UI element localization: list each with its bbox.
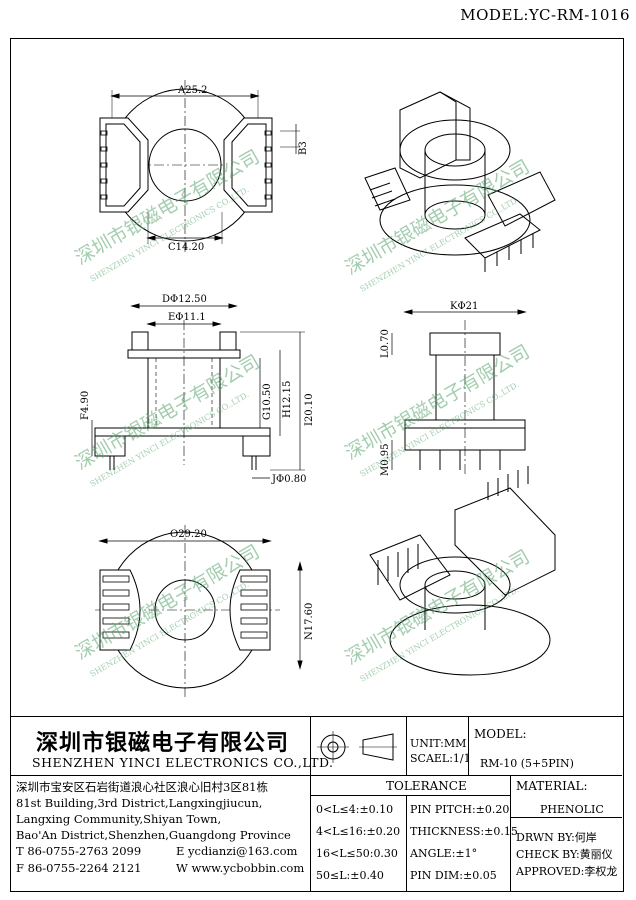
scale: SCAEL:1/1 — [410, 752, 471, 765]
iso-view-bottom — [369, 466, 556, 676]
dim-l: L0.70 — [380, 329, 391, 358]
title-block: 深圳市银磁电子有限公司 SHENZHEN YINCI ELECTRONICS C… — [10, 716, 624, 892]
model-header: MODEL:YC-RM-1016 — [460, 6, 630, 24]
tol-right-3: ANGLE:±1° — [410, 847, 478, 860]
watermark-cn-2: 深圳市银磁电子有限公司 — [342, 156, 534, 280]
tolerance-right: PIN PITCH:±0.20 THICKNESS:±0.15 ANGLE:±1… — [410, 799, 518, 887]
tol-right-1: PIN PITCH:±0.20 — [410, 803, 510, 816]
material-value: PHENOLIC — [540, 803, 604, 816]
tol-left-3: 16<L≤50:0.30 — [316, 847, 398, 860]
fax: F 86-0755-2264 2121 — [16, 861, 142, 875]
drawing-frame — [10, 38, 624, 892]
tol-right-2: THICKNESS:±0.15 — [410, 825, 518, 838]
signatures: DRWN BY:何岸 CHECK BY:黄丽仪 APPROVED:李权龙 — [516, 829, 617, 880]
model-value: RM-10 (5+5PIN) — [480, 757, 574, 770]
company-name-cn: 深圳市银磁电子有限公司 — [36, 731, 290, 756]
dim-n: N17.60 — [304, 603, 315, 640]
email: E ycdianzi@163.com — [176, 844, 298, 858]
company-name-en: SHENZHEN YINCI ELECTRONICS CO.,LTD. — [32, 755, 334, 770]
tol-left-4: 50≤L:±0.40 — [316, 869, 384, 882]
dim-a: A25.2 — [177, 85, 208, 96]
approved-by: APPROVED:李权龙 — [516, 865, 618, 878]
unit: UNIT:MM — [410, 737, 467, 750]
dim-m: M0.95 — [380, 443, 391, 476]
dim-e: EΦ11.1 — [168, 312, 206, 323]
tolerance-title: TOLERANCE — [386, 779, 467, 793]
bottom-view — [95, 525, 303, 700]
dim-i: I20.10 — [304, 393, 315, 426]
model-label: MODEL: — [474, 727, 527, 741]
website: W www.ycbobbin.com — [176, 861, 305, 875]
address-line-3: Langxing Community,Shiyan Town, — [16, 812, 222, 826]
technical-drawing: A25.2 B3 C14.20 DΦ12.50 EΦ11.1 F4.90 G10… — [72, 80, 556, 700]
address-line-1: 深圳市宝安区石岩街道浪心社区浪心旧村3区81栋 — [16, 780, 268, 794]
watermark-cn-3: 深圳市银磁电子有限公司 — [72, 351, 264, 475]
dim-f: F4.90 — [80, 391, 91, 420]
watermark-cn-6: 深圳市银磁电子有限公司 — [342, 546, 534, 670]
projection-symbol-icon — [317, 731, 397, 763]
dim-o: O29.20 — [170, 529, 207, 540]
dim-k: KΦ21 — [450, 301, 478, 312]
dim-j: JΦ0.80 — [271, 474, 306, 485]
top-view — [99, 80, 300, 252]
address: 深圳市宝安区石岩街道浪心社区浪心旧村3区81栋 81st Building,3r… — [16, 779, 308, 843]
dim-h: H12.15 — [282, 381, 293, 418]
tolerance-left: 0<L≤4:±0.10 4<L≤16:±0.20 16<L≤50:0.30 50… — [316, 799, 400, 887]
material-label: MATERIAL: — [516, 779, 588, 793]
tol-left-2: 4<L≤16:±0.20 — [316, 825, 401, 838]
dim-d: DΦ12.50 — [162, 294, 207, 305]
dim-g: G10.50 — [262, 383, 273, 420]
front-view — [91, 303, 305, 479]
dim-b: B3 — [298, 141, 309, 155]
dim-c: C14.20 — [168, 242, 204, 253]
drawn-by: DRWN BY:何岸 — [516, 831, 597, 844]
phone: T 86-0755-2763 2099 — [16, 844, 142, 858]
tol-left-1: 0<L≤4:±0.10 — [316, 803, 394, 816]
check-by: CHECK BY:黄丽仪 — [516, 848, 613, 861]
tol-right-4: PIN DIM:±0.05 — [410, 869, 497, 882]
side-view — [391, 309, 527, 475]
watermark-cn-4: 深圳市银磁电子有限公司 — [342, 341, 534, 465]
address-line-2: 81st Building,3rd District,Langxingjiucu… — [16, 796, 263, 810]
iso-view-top — [364, 91, 556, 272]
address-line-4: Bao'An District,Shenzhen,Guangdong Provi… — [16, 828, 291, 842]
